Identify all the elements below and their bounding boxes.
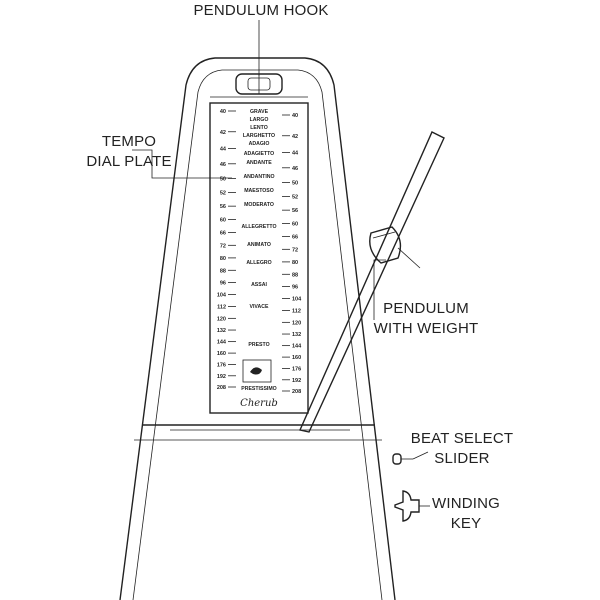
right-scale-tick-label: 66: [292, 235, 298, 241]
left-scale-tick-label: 56: [220, 204, 226, 210]
left-scale-tick-label: 208: [217, 385, 226, 391]
right-scale-tick-label: 120: [292, 320, 301, 326]
label-pendulum-hook: PENDULUM HOOK: [193, 2, 328, 19]
right-scale-tick-label: 46: [292, 166, 298, 172]
left-scale-tick-label: 132: [217, 328, 226, 334]
left-scale-tick-label: 88: [220, 268, 226, 274]
left-scale-tick-label: 176: [217, 362, 226, 368]
cherub-icon: [250, 367, 262, 375]
callout-lines: [132, 20, 430, 507]
left-scale-tick-label: 72: [220, 243, 226, 249]
tempo-term-label: VIVACE: [250, 304, 269, 310]
right-scale-tick-label: 56: [292, 208, 298, 214]
right-scale-tick-label: 132: [292, 332, 301, 338]
left-scale-tick-label: 66: [220, 231, 226, 237]
right-scale-tick-label: 104: [292, 297, 302, 303]
tempo-term-label: MAESTOSO: [244, 188, 274, 194]
brand-name: Cherub: [240, 398, 278, 409]
right-tempo-scale: 40 42 44 46 50 52 56 60 66 72 80 88 96 104 112 120 132 14…: [282, 113, 302, 395]
right-scale-tick-label: 112: [292, 309, 301, 315]
tempo-term-label: ANIMATO: [247, 242, 271, 248]
label-winding-line1: WINDING: [432, 495, 500, 512]
left-scale-tick-label: 52: [220, 190, 226, 196]
metronome-body: [119, 57, 396, 600]
label-tempo-line2: DIAL PLATE: [86, 153, 171, 170]
right-scale-tick-label: 52: [292, 194, 298, 200]
left-scale-tick-label: 46: [220, 162, 226, 168]
beat-select-slider: [392, 453, 413, 465]
right-scale-tick-label: 72: [292, 247, 298, 253]
left-scale-tick-label: 96: [220, 281, 226, 287]
tempo-term-label: LARGO: [250, 117, 269, 123]
left-scale-tick-label: 60: [220, 217, 226, 223]
left-scale-tick-label: 160: [217, 351, 226, 357]
pendulum: [299, 131, 445, 433]
left-scale-tick-label: 44: [220, 146, 227, 152]
right-scale-tick-label: 50: [292, 180, 298, 186]
left-scale-tick-label: 40: [220, 109, 226, 115]
tempo-term-label: PRESTO: [248, 342, 269, 348]
tempo-term-label: ALLEGRO: [246, 260, 271, 266]
label-beat-select-line2: SLIDER: [434, 450, 489, 467]
right-scale-tick-label: 208: [292, 389, 301, 395]
left-scale-tick-label: 120: [217, 316, 226, 322]
tempo-term-label: LARGHETTO: [243, 133, 275, 139]
label-tempo-line1: TEMPO: [102, 133, 156, 150]
label-beat-select-line1: BEAT SELECT: [411, 430, 514, 447]
tempo-term-label: LENTO: [250, 125, 268, 131]
right-scale-tick-label: 42: [292, 134, 298, 140]
left-scale-tick-label: 104: [217, 293, 227, 299]
tempo-term-label: ALLEGRETTO: [241, 224, 276, 230]
left-scale-tick-label: 192: [217, 374, 226, 380]
pendulum-weight: [369, 226, 402, 264]
winding-key: [394, 490, 420, 522]
tempo-term-label: MODERATO: [244, 202, 274, 208]
left-scale-tick-label: 42: [220, 130, 226, 136]
tempo-term-label: PRESTISSIMO: [241, 386, 276, 392]
tempo-terms-column: GRAVE LARGO LENTO LARGHETTO ADAGIO ADAGIETTO A…: [241, 109, 276, 392]
right-scale-tick-label: 44: [292, 150, 299, 156]
tempo-dial-plate: 40 42 44 46 50 52 56 60 66 72 80 88 96 104 112 120 132 14…: [209, 96, 309, 414]
label-winding-line2: KEY: [451, 515, 482, 532]
tempo-term-label: ANDANTINO: [243, 174, 274, 180]
tempo-term-label: ANDANTE: [246, 160, 272, 166]
left-scale-tick-label: 144: [217, 340, 227, 346]
right-scale-tick-label: 160: [292, 355, 301, 361]
right-scale-tick-label: 192: [292, 378, 301, 384]
tempo-term-label: ADAGIETTO: [244, 151, 274, 157]
right-scale-tick-label: 88: [292, 272, 298, 278]
tempo-term-label: ADAGIO: [249, 141, 270, 147]
right-scale-tick-label: 176: [292, 366, 301, 372]
metronome-body-inner: [132, 69, 383, 600]
left-scale-tick-label: 50: [220, 176, 226, 182]
right-scale-tick-label: 80: [292, 260, 298, 266]
tempo-term-label: ASSAI: [251, 282, 267, 288]
pendulum-hook: [235, 73, 283, 95]
right-scale-tick-label: 40: [292, 113, 298, 119]
left-scale-tick-label: 80: [220, 256, 226, 262]
left-scale-tick-label: 112: [217, 305, 226, 311]
right-scale-tick-label: 60: [292, 221, 298, 227]
right-scale-tick-label: 144: [292, 344, 302, 350]
right-scale-tick-label: 96: [292, 285, 298, 291]
left-tempo-scale: 40 42 44 46 50 52 56 60 66 72 80 88 96 104 112 120 132 14…: [217, 109, 236, 391]
brand-logo-box: [242, 359, 272, 383]
tempo-term-label: GRAVE: [250, 109, 269, 115]
label-pendulum-line2: WITH WEIGHT: [374, 320, 479, 337]
label-pendulum-line1: PENDULUM: [383, 300, 469, 317]
